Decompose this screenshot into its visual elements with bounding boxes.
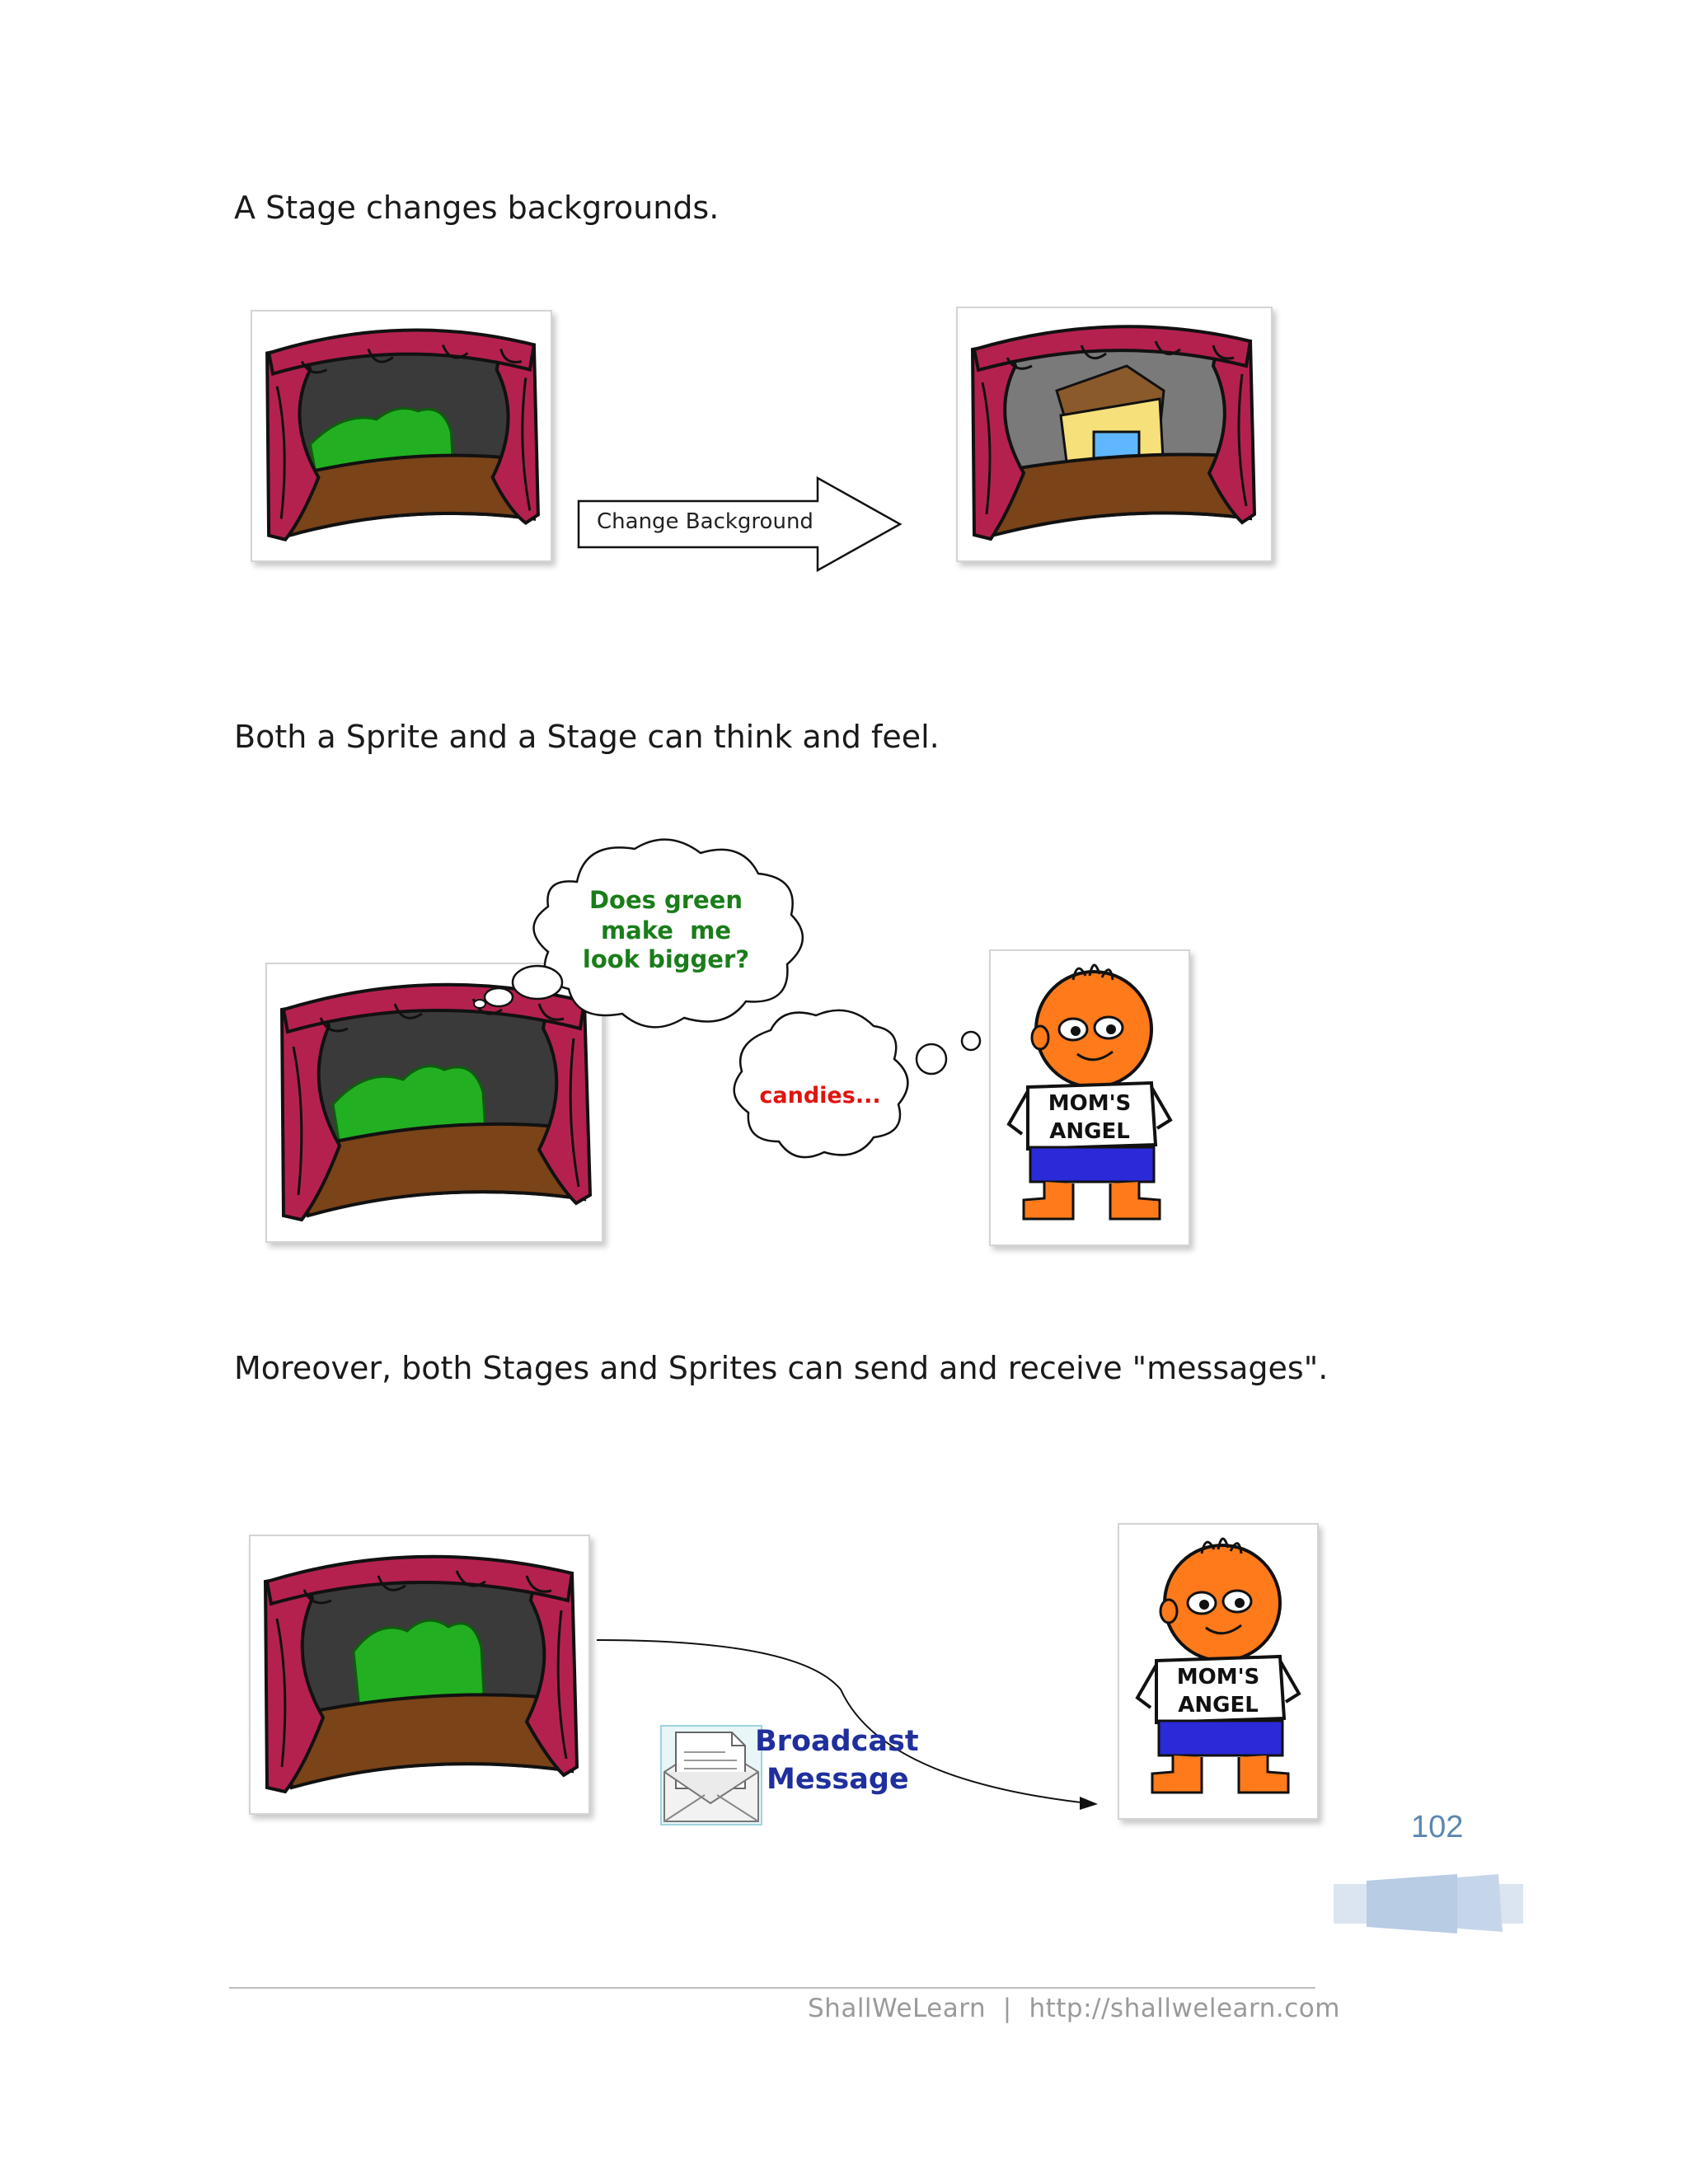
change-background-label: Change Background [597,509,814,534]
sprite-thought-dot-large [915,1043,948,1076]
broadcast-label-line-1: Broadcast [755,1725,919,1758]
thought-dot-large [511,964,564,1001]
thought-dot-medium [483,987,514,1008]
stage-forest-illustration [265,328,540,541]
sprite-moms-angel-illustration: MOM'S ANGEL [1135,1537,1301,1794]
thought-dot-small [473,999,486,1009]
change-background-arrow: Change Background [577,475,903,574]
stage-thought-cloud [532,838,804,1029]
sprite-thought-dot-medium [960,1030,982,1052]
stage-image-house [956,307,1273,562]
stage-thought-line-2: make me [601,916,731,944]
sprite-image-thinking: MOM'S ANGEL [989,949,1190,1246]
stage-forest-illustration [263,1554,579,1794]
sprite-thought-cloud [733,1009,909,1159]
sprite-shirt-line-2: ANGEL [1178,1693,1259,1718]
broadcast-arrow [596,1639,1098,1810]
envelope-icon [659,1724,763,1826]
paragraph-messages: Moreover, both Stages and Sprites can se… [234,1350,1329,1386]
stage-house-illustration [970,325,1257,541]
stage-image-thinking [265,963,603,1243]
stage-thought-line-1: Does green [589,886,743,914]
stage-image-sender [249,1535,590,1815]
sprite-image-receiver: MOM'S ANGEL [1118,1523,1319,1820]
footer-divider [229,1987,1315,1989]
sprite-shirt-line-1: MOM'S [1177,1665,1260,1690]
thought-bubbles: Does green make me look bigger? candies.… [473,838,1005,1159]
broadcast-label-line-2: Message [767,1763,909,1796]
sprite-moms-angel-illustration: MOM'S ANGEL [1006,963,1173,1221]
sprite-thought-text: candies... [759,1083,880,1108]
stage-image-forest [251,310,552,562]
broadcast-message-label: Broadcast Message [755,1722,919,1798]
footer-text: ShallWeLearn | http://shallwelearn.com [808,1994,1340,2023]
paragraph-stage-backgrounds: A Stage changes backgrounds. [234,190,720,226]
page-corner-decoration [1334,1874,1523,1933]
stage-forest-illustration [279,982,593,1222]
page-number: 102 [1411,1810,1464,1844]
sprite-shirt-line-1: MOM'S [1048,1091,1132,1116]
stage-thought-line-3: look bigger? [583,945,749,973]
sprite-shirt-line-2: ANGEL [1049,1119,1130,1144]
paragraph-think-feel: Both a Sprite and a Stage can think and … [234,719,940,755]
